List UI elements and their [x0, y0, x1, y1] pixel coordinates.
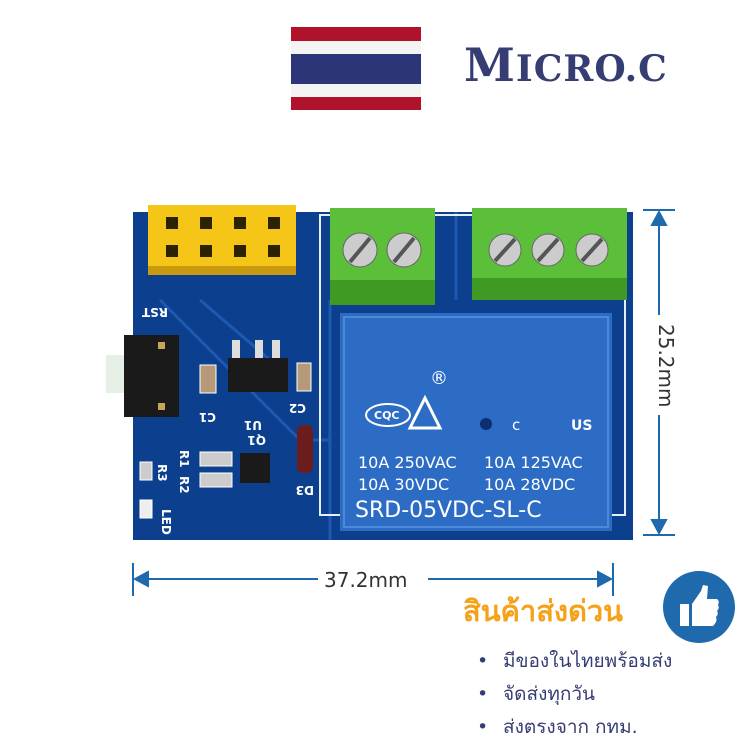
relay-ul-us: US: [571, 418, 592, 434]
silk-r2: R2: [177, 476, 191, 494]
silk-led: LED: [159, 509, 173, 535]
feature-item: ส่งตรงจาก กทม.: [477, 711, 672, 744]
terminal-block-2: [330, 208, 435, 305]
relay-module-pcb: [106, 205, 633, 540]
relay-rating-2b: 10A 28VDC: [484, 475, 575, 494]
thumbs-up-icon: [663, 571, 735, 643]
voltage-regulator: [139, 340, 313, 519]
silk-rst: RST: [141, 305, 168, 319]
relay-ul-c: c: [512, 416, 520, 434]
relay-rating-1b: 10A 125VAC: [484, 453, 583, 472]
feature-list: มีของในไทยพร้อมส่ง จัดส่งทุกวัน ส่งตรงจา…: [477, 645, 672, 744]
feature-item: มีของในไทยพร้อมส่ง: [477, 645, 672, 678]
silk-q1: Q1: [247, 433, 266, 447]
silk-c1: C1: [199, 410, 216, 424]
pin-header: [148, 205, 296, 275]
silk-r3: R3: [155, 464, 169, 482]
silk-r1: R1: [177, 450, 191, 468]
silk-c2: C2: [289, 401, 306, 415]
silk-d3: D3: [296, 483, 314, 497]
reset-button: [106, 335, 179, 417]
relay-registered: ®: [430, 368, 448, 389]
promo-headline: สินค้าส่งด่วน: [463, 594, 624, 628]
feature-item: จัดส่งทุกวัน: [477, 678, 672, 711]
relay-cqc: CQC: [374, 409, 400, 422]
silk-u1: U1: [244, 418, 262, 432]
dimension-width: 37.2mm: [324, 568, 408, 592]
relay-rating-1a: 10A 250VAC: [358, 453, 457, 472]
thailand-flag: [291, 27, 421, 110]
relay-model: SRD-05VDC-SL-C: [355, 498, 542, 523]
dimension-height: 25.2mm: [654, 324, 678, 408]
brand-logo: MICRO.C: [464, 38, 668, 92]
terminal-block-3: [472, 208, 627, 300]
relay: [340, 313, 612, 531]
relay-rating-2a: 10A 30VDC: [358, 475, 449, 494]
